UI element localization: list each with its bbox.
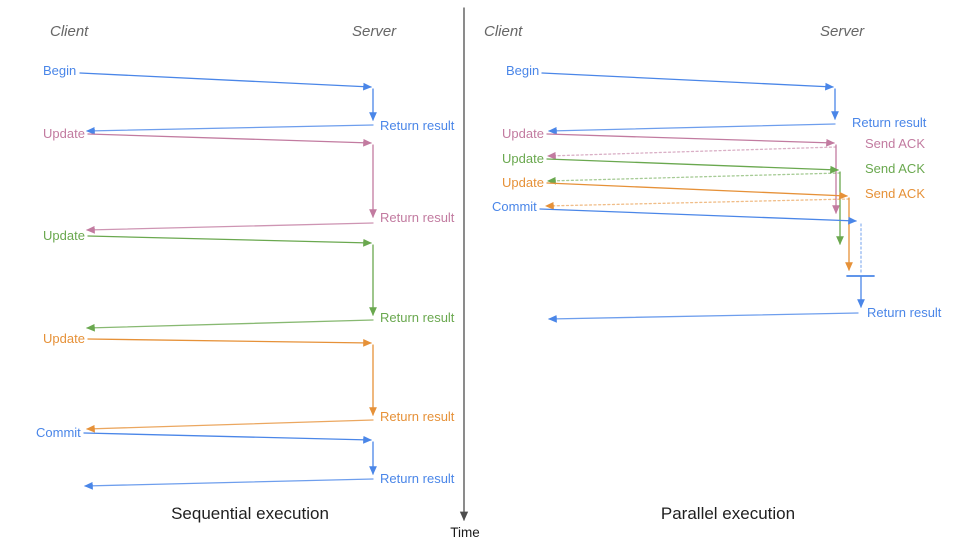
par-update2-request-arrow — [546, 158, 839, 174]
seq-update1-response-arrow — [86, 222, 374, 234]
par-update2-label: Update — [502, 151, 544, 166]
par-update2-ack-arrow — [547, 172, 841, 185]
par-update1-ack-label: Send ACK — [865, 136, 925, 151]
seq-begin-response-label: Return result — [380, 118, 455, 133]
seq-begin-request-arrow — [79, 72, 372, 91]
par-update1-ack-arrow — [547, 146, 837, 160]
seq-update3-response-arrow — [86, 419, 374, 433]
parallel-diagram: Client Server Begin Return result Update… — [484, 23, 942, 523]
par-begin-label: Begin — [506, 63, 539, 78]
seq-commit-response-arrow — [84, 478, 374, 490]
par-commit-request-arrow — [539, 208, 857, 225]
seq-update1-label: Update — [43, 126, 85, 141]
par-begin-response-label: Return result — [852, 115, 927, 130]
seq-update1-response-label: Return result — [380, 210, 455, 225]
seq-caption: Sequential execution — [171, 504, 329, 523]
seq-update2-label: Update — [43, 228, 85, 243]
seq-update3-label: Update — [43, 331, 85, 346]
seq-update2-request-arrow — [87, 235, 372, 247]
seq-commit-request-arrow — [83, 432, 372, 444]
par-client-header: Client — [484, 23, 523, 40]
seq-commit-label: Commit — [36, 425, 81, 440]
par-begin-request-arrow — [541, 72, 834, 91]
seq-server-header: Server — [352, 23, 397, 40]
par-begin-response-arrow — [548, 123, 836, 135]
seq-update3-request-arrow — [87, 338, 372, 347]
sequential-diagram: Client Server Begin Return result Update… — [36, 23, 455, 523]
seq-commit-response-label: Return result — [380, 471, 455, 486]
par-update3-request-arrow — [546, 182, 848, 200]
par-update2-ack-label: Send ACK — [865, 161, 925, 176]
seq-client-header: Client — [50, 23, 89, 40]
time-axis-label: Time — [450, 525, 480, 540]
par-caption: Parallel execution — [661, 504, 795, 523]
seq-update2-response-arrow — [86, 319, 374, 332]
seq-begin-label: Begin — [43, 63, 76, 78]
par-update1-request-arrow — [546, 133, 835, 147]
par-update3-ack-label: Send ACK — [865, 186, 925, 201]
seq-update2-response-label: Return result — [380, 310, 455, 325]
seq-update1-request-arrow — [87, 133, 372, 147]
par-commit-label: Commit — [492, 199, 537, 214]
par-update3-label: Update — [502, 175, 544, 190]
par-commit-response-label: Return result — [867, 305, 942, 320]
par-server-header: Server — [820, 23, 865, 40]
par-update1-label: Update — [502, 126, 544, 141]
par-update3-ack-arrow — [545, 198, 850, 210]
par-commit-response-arrow — [548, 312, 859, 323]
time-axis: Time — [450, 7, 480, 540]
seq-begin-response-arrow — [86, 124, 374, 135]
seq-update3-response-label: Return result — [380, 409, 455, 424]
